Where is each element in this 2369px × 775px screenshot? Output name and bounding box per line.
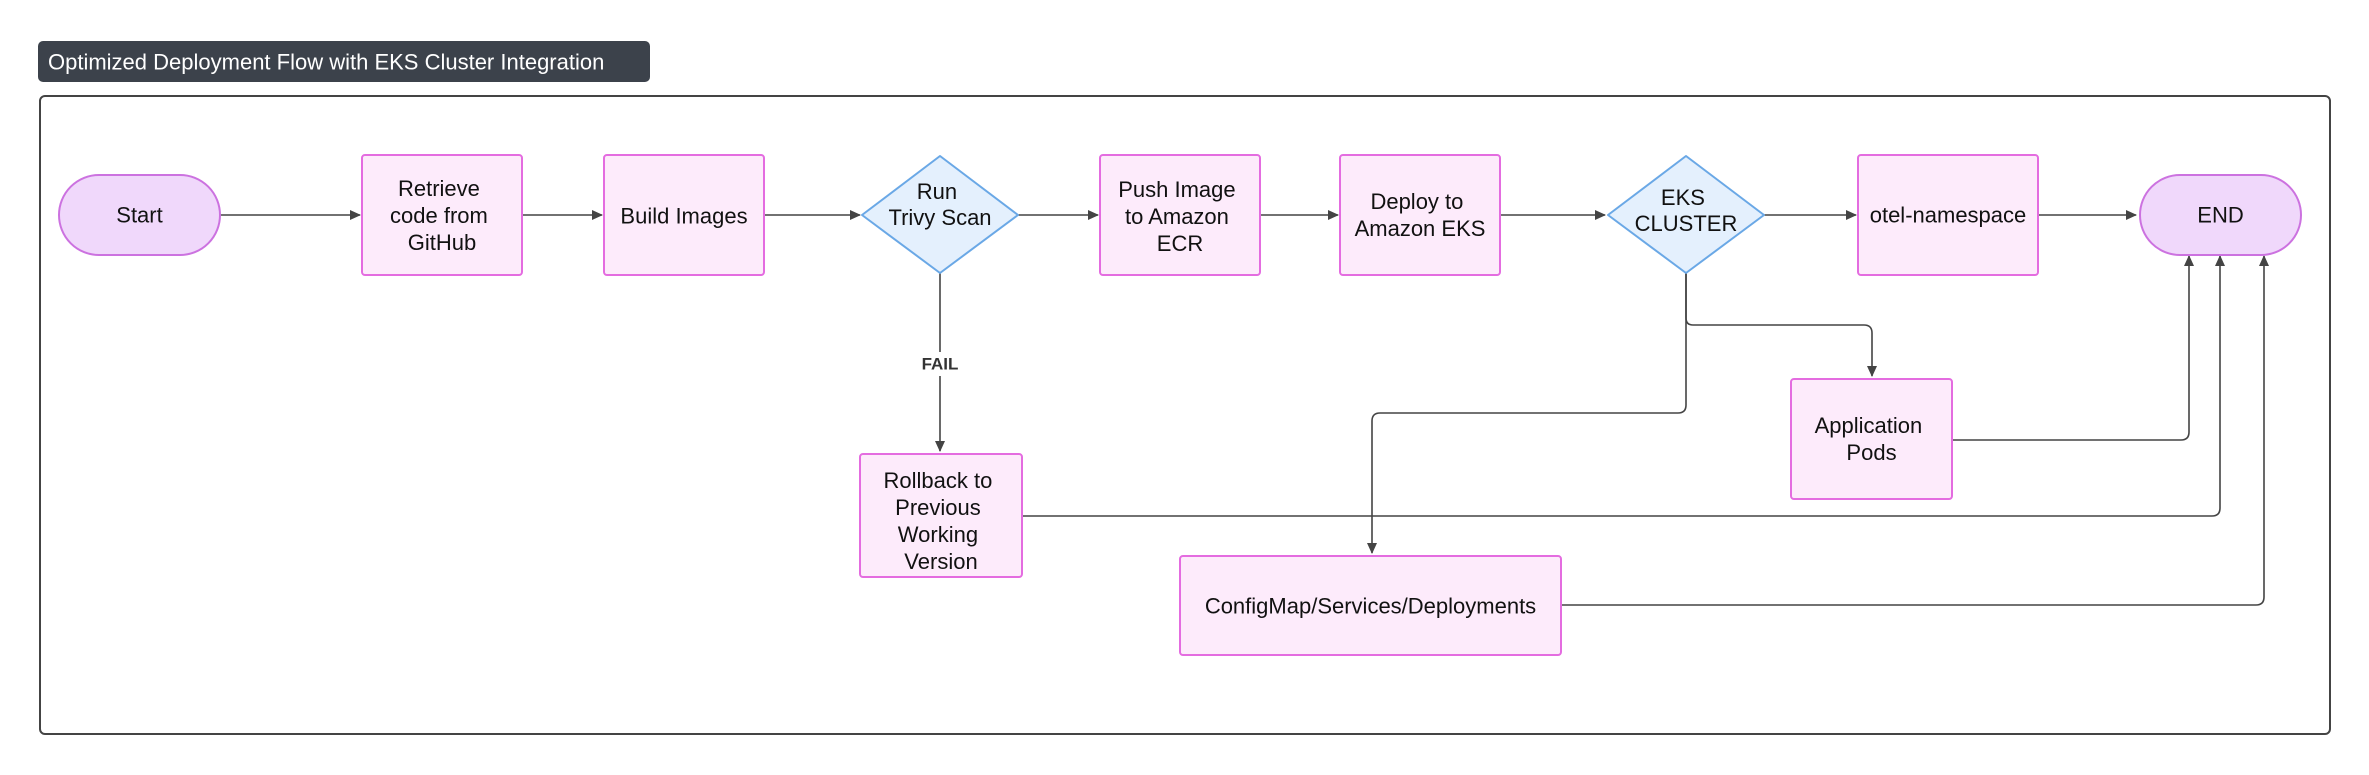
edge-config-to-end [1561, 255, 2269, 606]
edge-eks-to-pods [1685, 273, 1877, 377]
node-deploy-eks-line-1: Deploy to [1370, 189, 1463, 214]
node-otel-namespace-label: otel-namespace [1870, 203, 2027, 228]
node-application-pods-line-2: Pods [1846, 440, 1896, 465]
diagram-frame [39, 95, 2331, 735]
node-configmap-services-deployments[interactable]: ConfigMap/Services/Deployments [1179, 555, 1562, 656]
node-retrieve-code-line-2: code from [390, 203, 488, 228]
node-retrieve-code-label: Retrieve code from GitHub [390, 176, 494, 255]
node-push-image[interactable]: Push Image to Amazon ECR [1099, 154, 1261, 276]
node-end-label: END [2197, 203, 2243, 228]
node-application-pods[interactable]: Application Pods [1790, 378, 1953, 500]
node-eks-cluster-line-1: EKS [1661, 185, 1705, 210]
node-rollback[interactable]: Rollback to Previous Working Version [859, 453, 1023, 578]
node-trivy-scan-line-2: Trivy Scan [888, 205, 991, 230]
node-deploy-eks-line-2: Amazon EKS [1355, 216, 1486, 241]
node-eks-cluster-label: EKS CLUSTER [1635, 185, 1738, 236]
node-eks-cluster[interactable]: EKS CLUSTER [1607, 155, 1765, 274]
edge-label-fail-text: FAIL [922, 355, 959, 374]
node-rollback-line-2: Previous [895, 495, 981, 520]
node-application-pods-line-1: Application [1815, 413, 1923, 438]
node-deploy-eks-label: Deploy to Amazon EKS [1355, 189, 1486, 241]
edge-eks-to-config [1367, 273, 1687, 554]
node-push-image-line-2: to Amazon [1125, 204, 1229, 229]
node-retrieve-code-line-3: GitHub [408, 230, 476, 255]
node-push-image-line-3: ECR [1157, 231, 1203, 256]
node-eks-cluster-line-2: CLUSTER [1635, 211, 1738, 236]
node-push-image-line-1: Push Image [1118, 177, 1235, 202]
node-trivy-scan-line-1: Run [917, 179, 957, 204]
node-application-pods-label: Application Pods [1815, 413, 1929, 465]
node-build-images-label: Build Images [620, 204, 747, 229]
diagram-title-text: Optimized Deployment Flow with EKS Clust… [48, 50, 604, 75]
node-configmap-label: ConfigMap/Services/Deployments [1205, 594, 1536, 619]
edge-pods-to-end [1952, 255, 2194, 441]
node-push-image-label: Push Image to Amazon ECR [1118, 177, 1242, 256]
node-trivy-scan-label: Run Trivy Scan [888, 179, 991, 230]
edge-rollback-to-end [1022, 255, 2225, 517]
node-start[interactable]: Start [58, 174, 221, 256]
node-retrieve-code[interactable]: Retrieve code from GitHub [361, 154, 523, 276]
node-start-label: Start [116, 203, 162, 228]
node-trivy-scan[interactable]: Run Trivy Scan [861, 155, 1019, 274]
node-end[interactable]: END [2139, 174, 2302, 256]
node-build-images[interactable]: Build Images [603, 154, 765, 276]
node-rollback-line-4: Version [904, 549, 977, 574]
edges [220, 210, 2269, 606]
node-deploy-eks[interactable]: Deploy to Amazon EKS [1339, 154, 1501, 276]
diagram-title: Optimized Deployment Flow with EKS Clust… [38, 41, 650, 82]
node-rollback-line-3: Working [898, 522, 978, 547]
node-otel-namespace[interactable]: otel-namespace [1857, 154, 2039, 276]
node-rollback-label: Rollback to Previous Working Version [884, 468, 999, 574]
node-retrieve-code-line-1: Retrieve [398, 176, 480, 201]
edge-label-fail: FAIL [913, 352, 967, 376]
node-rollback-line-1: Rollback to [884, 468, 993, 493]
